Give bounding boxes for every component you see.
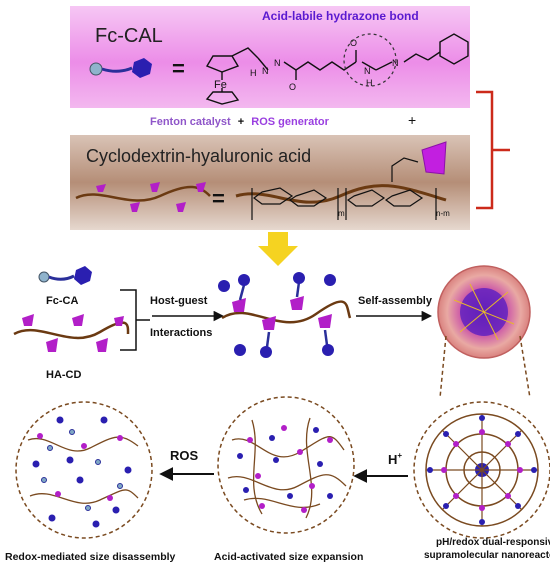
hydrazone-bond-highlight xyxy=(343,33,397,87)
linker-n-2: N xyxy=(274,58,281,68)
assembly-down-arrow xyxy=(258,232,298,266)
linker-chain xyxy=(257,33,469,80)
host-guest-bracket xyxy=(120,289,150,351)
acid-label: H+ xyxy=(388,451,402,467)
linker-o-2: O xyxy=(350,38,357,48)
hydrazone-bond-label: Acid-labile hydrazone bond xyxy=(262,9,419,23)
nanoreactor-sphere xyxy=(437,265,531,359)
saccharide-chain xyxy=(235,157,447,220)
subscript-n-m: n-m xyxy=(436,209,450,218)
fc-cal-caption: Fenton catalyst + ROS generator xyxy=(150,116,330,128)
linker-h: H xyxy=(366,78,373,88)
fc-ca-glyph xyxy=(38,266,92,285)
zoom-guide xyxy=(439,335,531,399)
fc-cal-equals: = xyxy=(172,56,185,81)
ha-cd-glyph xyxy=(75,182,211,212)
ha-cd-label: HA-CD xyxy=(46,369,81,381)
linker-n-1: N xyxy=(262,66,269,76)
ros-label: ROS xyxy=(170,448,199,463)
ha-cd-title: Cyclodextrin-hyaluronic acid xyxy=(86,146,311,166)
self-assembly-label: Self-assembly xyxy=(358,295,433,307)
caption-disassembly: Redox-mediated size disassembly xyxy=(5,551,176,563)
ha-cd-panel: Cyclodextrin-hyaluronic acid = m n-m xyxy=(70,135,470,230)
fc-cal-title: Fc-CAL xyxy=(95,25,163,47)
expanded-nanoparticle xyxy=(217,396,355,534)
host-guest-complex xyxy=(218,272,352,358)
disassembled-nanoparticle xyxy=(15,401,153,539)
acid-label-h: H xyxy=(388,452,397,467)
subscript-m: m xyxy=(338,209,345,218)
linker-n-3: N xyxy=(364,66,371,76)
linker-o-1: O xyxy=(289,82,296,92)
nanoreactor-zoom xyxy=(413,401,550,539)
fc-cal-panel: Fc-CAL = Fe H N xyxy=(70,6,470,130)
ha-cd-chain xyxy=(13,314,130,352)
ferrocene-structure xyxy=(205,47,259,105)
acid-label-sup: + xyxy=(397,451,402,460)
caption-nanoreactor-1: pH/redox dual-responsive xyxy=(436,537,550,548)
caption-nanoreactor-2: supramolecular nanoreactor xyxy=(424,550,550,561)
combine-brace xyxy=(476,90,510,210)
iron-label: Fe xyxy=(214,79,227,91)
fenton-catalyst-label: Fenton catalyst xyxy=(150,116,231,128)
linker-n-4: N xyxy=(392,58,399,68)
linker-nh-1: H xyxy=(250,68,257,78)
fc-cal-glyph xyxy=(89,58,152,78)
cyclodextrin-cone xyxy=(421,141,447,175)
caption-plus: + xyxy=(238,116,244,128)
fc-ca-label: Fc-CA xyxy=(46,295,78,307)
ros-generator-label: ROS generator xyxy=(251,116,329,128)
ha-cd-equals: = xyxy=(212,186,225,211)
interactions-label: Interactions xyxy=(150,327,212,339)
host-guest-label: Host-guest xyxy=(150,295,208,307)
caption-expansion: Acid-activated size expansion xyxy=(214,551,363,563)
panel-plus: + xyxy=(408,112,416,128)
